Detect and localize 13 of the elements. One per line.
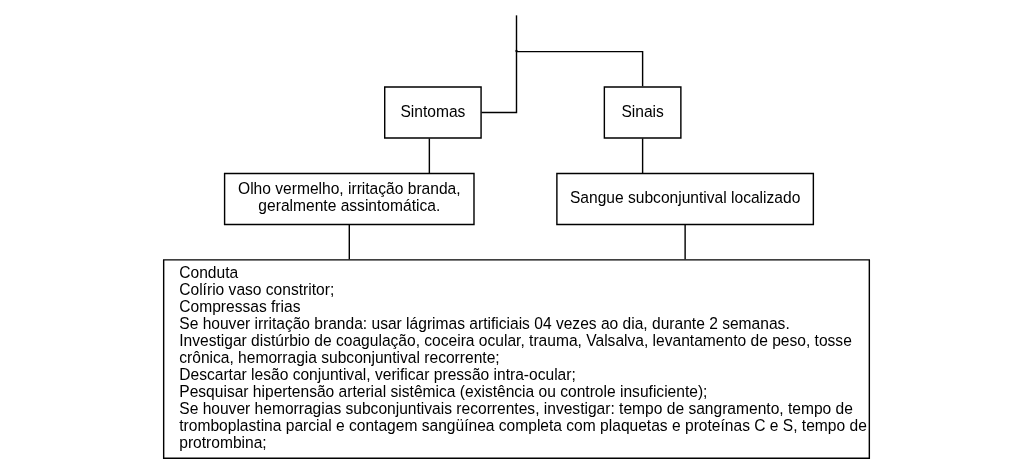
- node-box: Sangue subconjuntival localizado: [555, 172, 814, 226]
- connector: [641, 137, 643, 174]
- node-box: Sinais: [603, 86, 682, 139]
- connector: [515, 50, 643, 88]
- node-box: Olho vermelho, irritação branda, geralmente assintomática.: [223, 172, 475, 226]
- node-box: Conduta Colírio vaso constritor; Compressas frias Se houver irritação branda: usar lágrimas artificiais 04 vezes ao dia, durante 2 semanas. Investigar distúrbio de coagulação, coceira ocular, trauma, Valsalva, levantamento de peso, tosse crônica, hemorragia subconjuntival recorrente; Descartar lesão conjuntival, verificar pressão intra-ocular; Pesquisar hipertensão arterial sistêmica (existência ou controle insuficiente); Se houver hemorragias subconjuntivais recorrentes, investigar: tempo de sangramento, tempo de tromboplastina parcial e contagem sangüínea completa com plaquetas e proteínas C e S, tempo de protrombina;: [162, 259, 870, 459]
- connector: [683, 224, 686, 260]
- connector: [480, 51, 517, 114]
- connector: [348, 224, 350, 260]
- connector: [515, 14, 517, 52]
- connector: [428, 137, 430, 174]
- node-box: Sintomas: [383, 86, 482, 139]
- node-point: [514, 49, 518, 53]
